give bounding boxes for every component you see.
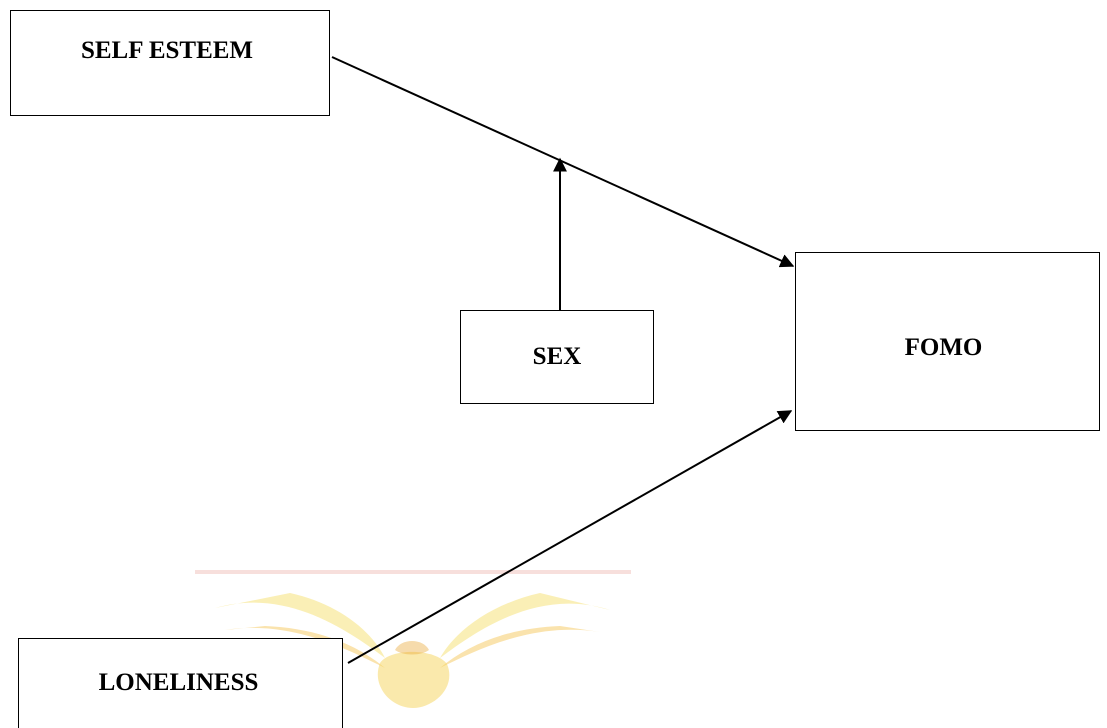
diagram-links (331, 56, 795, 664)
arrow-self-esteem-to-fomo (331, 56, 795, 268)
node-loneliness-label: LONELINESS (98, 669, 259, 696)
node-self-esteem-label: SELF ESTEEM (80, 37, 254, 64)
arrow-loneliness-to-fomo (347, 410, 793, 664)
conceptual-framework-diagram: SELF ESTEEM SEX FOMO LONELINESS (10, 10, 1100, 728)
node-sex: SEX (460, 310, 654, 404)
node-loneliness: LONELINESS (18, 638, 343, 728)
node-self-esteem: SELF ESTEEM (10, 10, 330, 116)
node-fomo: FOMO (795, 252, 1100, 431)
node-fomo-label: FOMO (904, 334, 983, 361)
node-sex-label: SEX (532, 343, 582, 370)
